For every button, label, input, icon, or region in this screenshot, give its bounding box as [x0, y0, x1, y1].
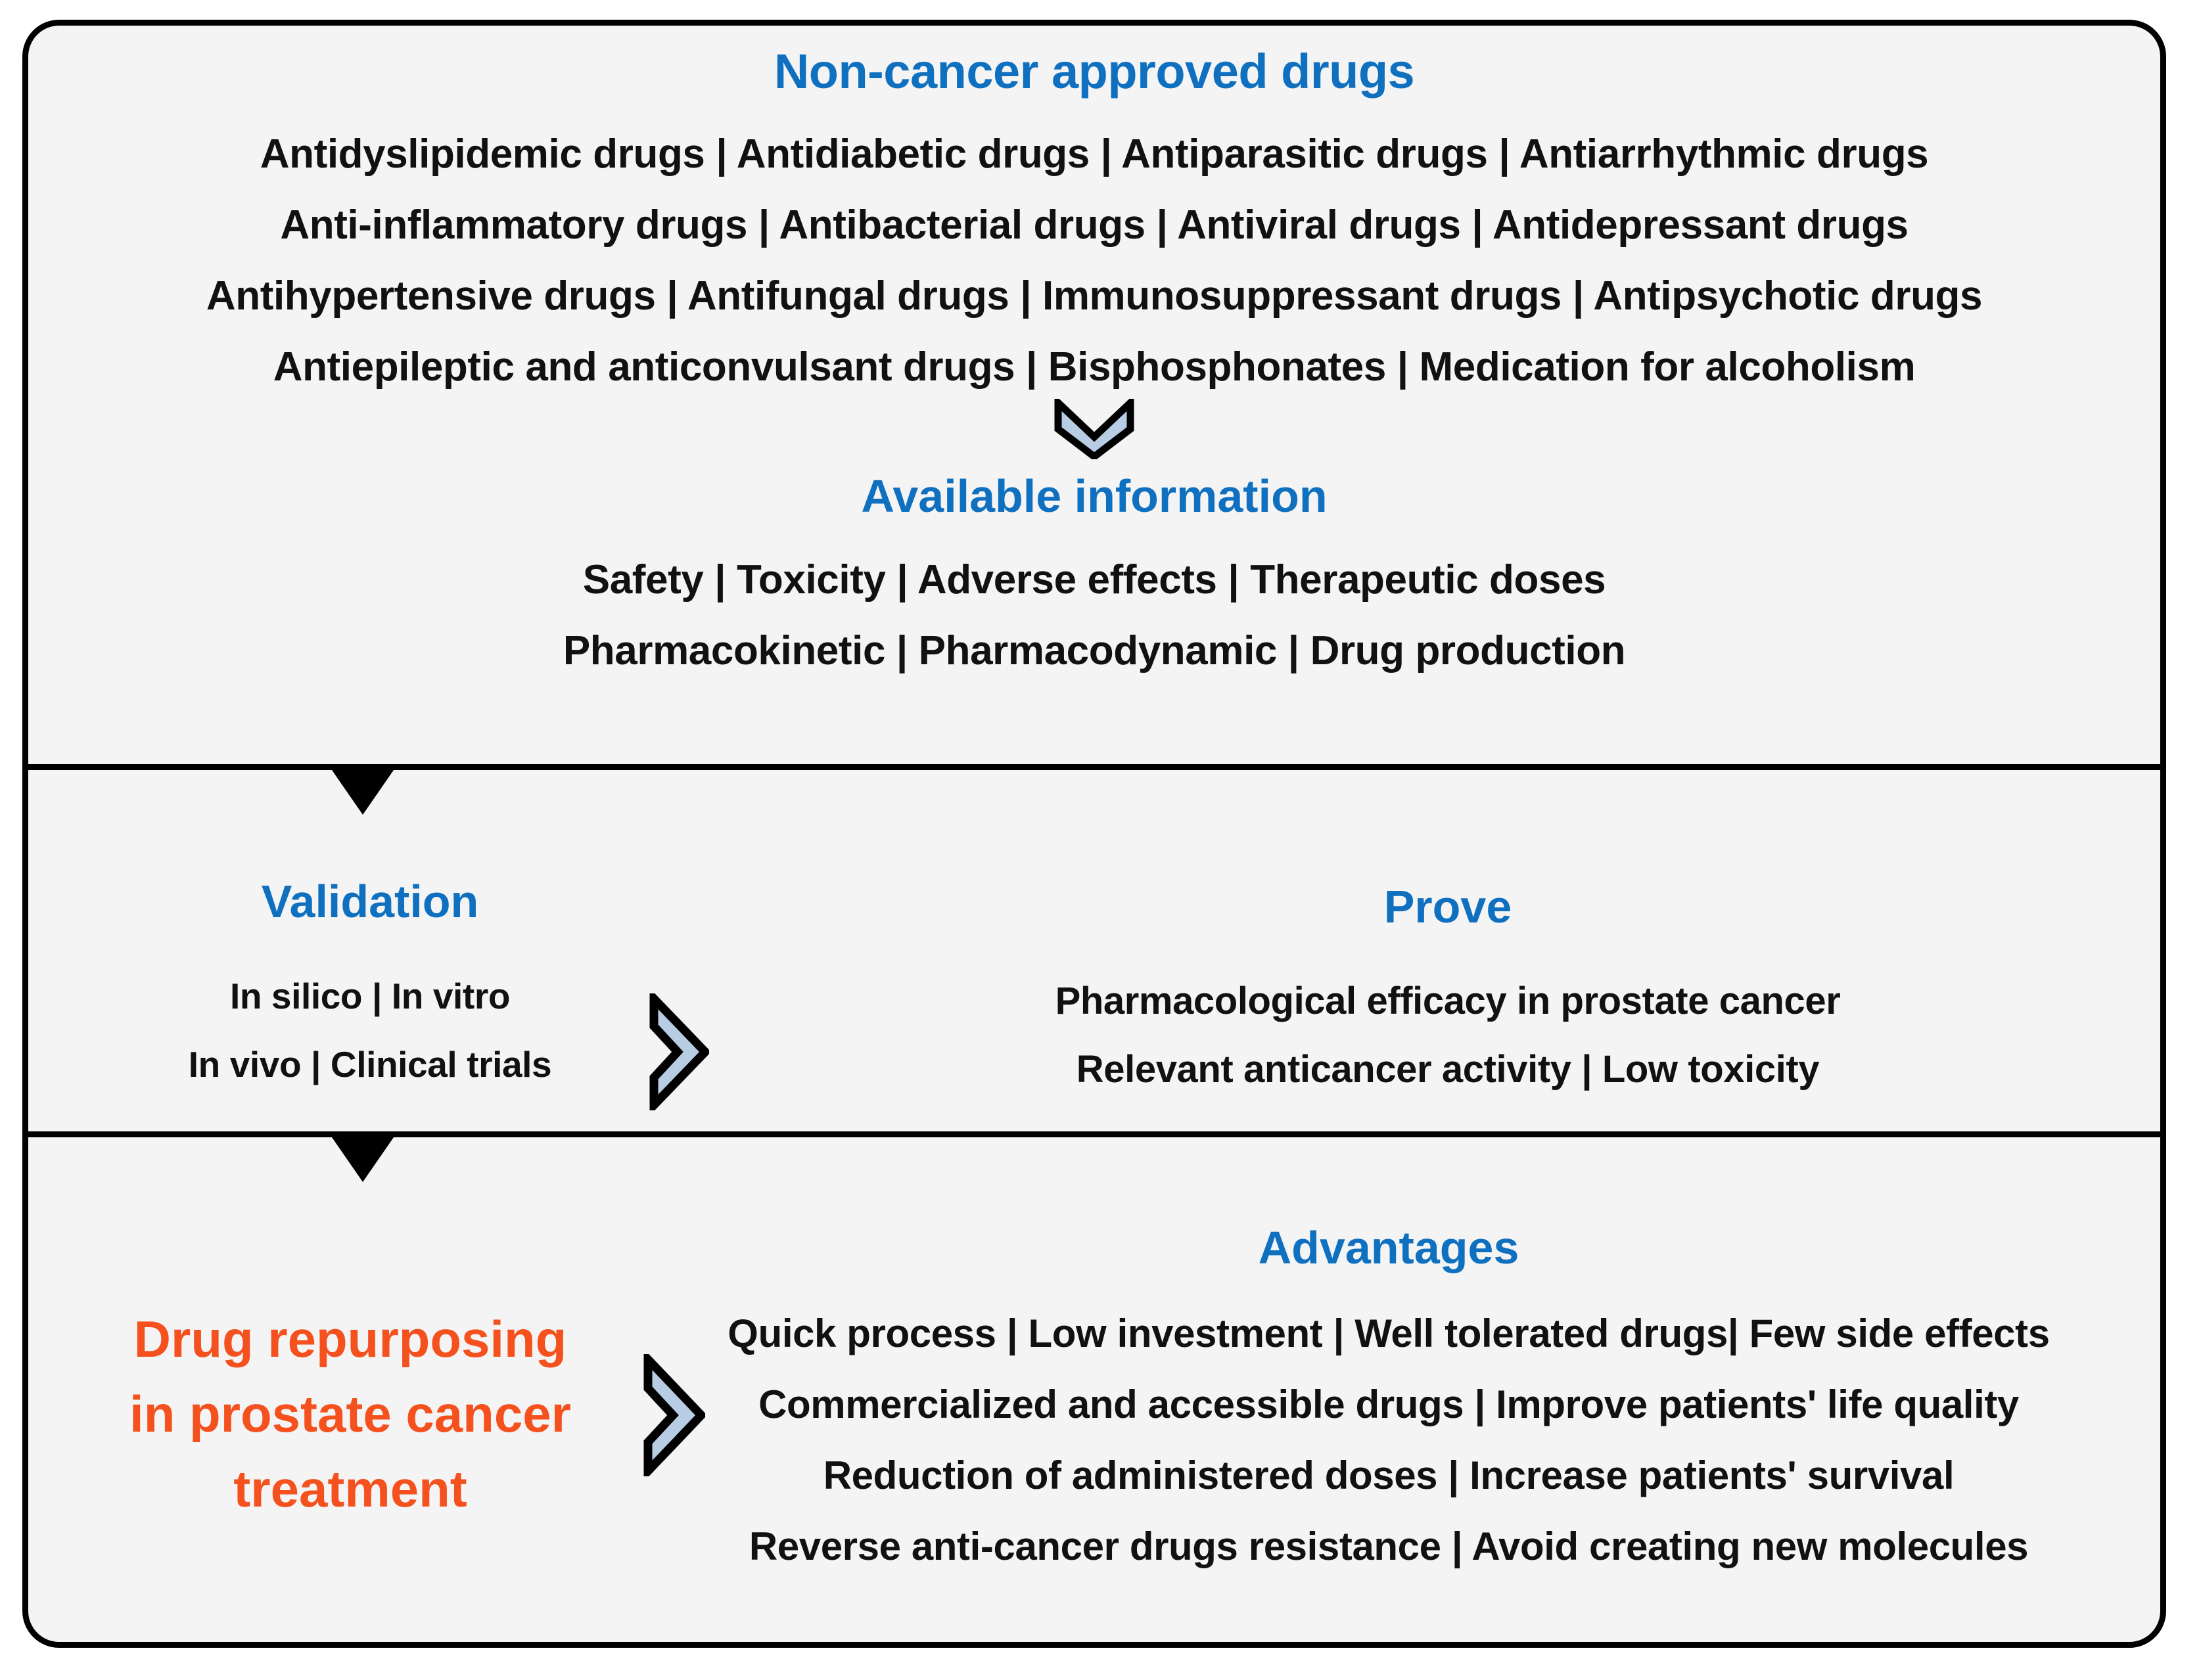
available-information-list: Safety | Toxicity | Adverse effects | Th…	[28, 545, 2160, 687]
section-heading-advantages: Advantages	[1258, 1222, 1519, 1273]
chevron-right-icon	[643, 1348, 707, 1482]
prove-line: Relevant anticancer activity | Low toxic…	[1076, 1048, 1820, 1091]
column-heading-validation: Validation	[261, 876, 479, 927]
available-information-line: Safety | Toxicity | Adverse effects | Th…	[582, 557, 1606, 602]
chevron-down-icon-wrapper	[28, 399, 2160, 459]
chevron-right-icon-wrapper-bottom	[639, 1348, 707, 1482]
column-heading-prove: Prove	[1383, 881, 1512, 932]
advantage-line: Quick process | Low investment | Well to…	[728, 1311, 2050, 1355]
diagram-frame: Non-cancer approved drugs Antidyslipidem…	[22, 20, 2166, 1648]
chevron-right-icon-wrapper-middle	[646, 988, 712, 1116]
drug-class-line: Anti-inflammatory drugs | Antibacterial …	[280, 202, 1909, 248]
chevron-right-icon	[649, 988, 712, 1116]
available-information-line: Pharmacokinetic | Pharmacodynamic | Drug…	[563, 628, 1626, 673]
validation-column: Validation In silico | In vitro In vivo …	[140, 875, 600, 1099]
drug-repurposing-line: Drug repurposing	[133, 1310, 567, 1368]
advantage-line: Reverse anti-cancer drugs resistance | A…	[749, 1524, 2029, 1568]
flow-arrow-down-icon-1	[332, 770, 394, 815]
drug-class-list: Antidyslipidemic drugs | Antidiabetic dr…	[28, 119, 2160, 403]
section-heading-non-cancer-approved-drugs: Non-cancer approved drugs	[774, 44, 1415, 99]
section-non-cancer-approved-drugs: Non-cancer approved drugs Antidyslipidem…	[28, 26, 2160, 764]
drug-class-line: Antiepileptic and anticonvulsant drugs |…	[273, 344, 1916, 390]
section-divider-1	[28, 764, 2160, 770]
prove-line: Pharmacological efficacy in prostate can…	[1055, 980, 1841, 1022]
drug-repurposing-line: treatment	[233, 1460, 467, 1518]
chevron-down-icon	[1054, 399, 1134, 459]
drug-class-line: Antidyslipidemic drugs | Antidiabetic dr…	[260, 131, 1929, 177]
advantage-line: Commercialized and accessible drugs | Im…	[758, 1382, 2019, 1426]
validation-line: In silico | In vitro	[229, 976, 511, 1016]
drug-repurposing-line: in prostate cancer	[129, 1385, 571, 1443]
validation-line: In vivo | Clinical trials	[188, 1044, 552, 1085]
section-validation-prove: Validation In silico | In vitro In vivo …	[28, 770, 2160, 1131]
advantage-line: Reduction of administered doses | Increa…	[823, 1453, 1955, 1497]
section-divider-2	[28, 1131, 2160, 1137]
flow-arrow-down-icon-2	[332, 1137, 394, 1182]
section-subheading-available-information: Available information	[861, 470, 1328, 522]
drug-class-line: Antihypertensive drugs | Antifungal drug…	[206, 273, 1983, 319]
advantages-list: Quick process | Low investment | Well to…	[659, 1298, 2118, 1582]
section-drug-repurposing-advantages: Drug repurposing in prostate cancer trea…	[28, 1137, 2160, 1642]
prove-column: Prove Pharmacological efficacy in prosta…	[889, 880, 2006, 1104]
drug-repurposing-label: Drug repurposing in prostate cancer trea…	[74, 1302, 626, 1526]
